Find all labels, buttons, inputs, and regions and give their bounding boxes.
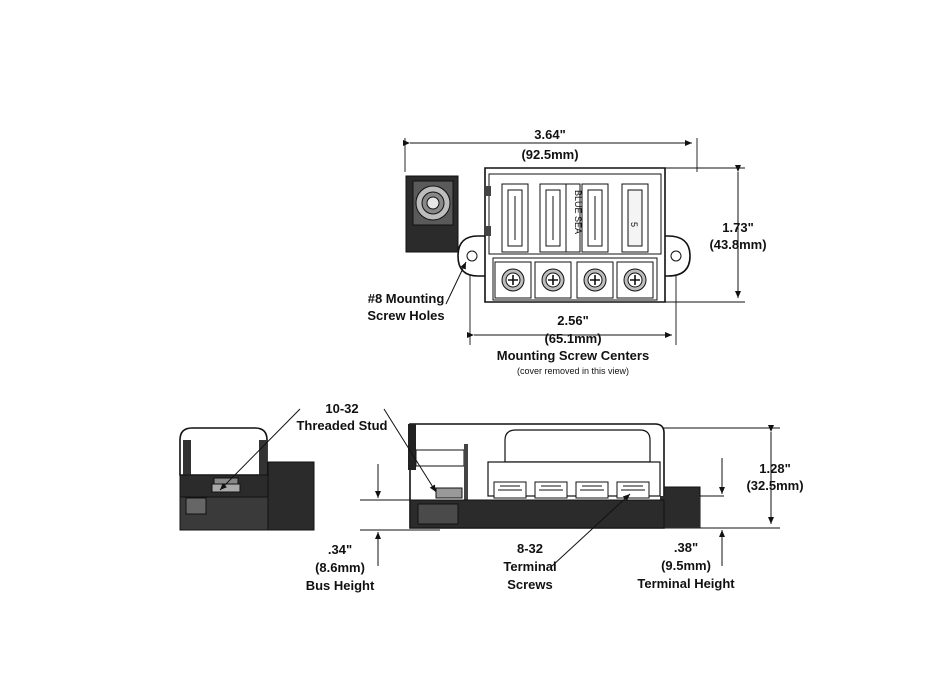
stud-label-2: Threaded Stud	[296, 418, 387, 433]
terminal-screws-label-1: 8-32	[517, 541, 543, 556]
terminal-screw-2	[534, 261, 572, 299]
depth-inches: 1.73"	[722, 220, 753, 235]
fuse-2	[539, 183, 567, 253]
height-inches: 1.28"	[759, 461, 790, 476]
mounting-holes-leader	[445, 261, 467, 305]
terminal-screw-3	[576, 261, 614, 299]
fuse-rating: 5	[629, 222, 639, 227]
bus-height-inches: .34"	[328, 542, 352, 557]
mounting-holes-label-1: #8 Mounting	[368, 291, 445, 306]
terminal-screw-1	[494, 261, 532, 299]
stud-housing	[405, 175, 459, 253]
mounting-ear-left	[457, 235, 491, 277]
cover-removed-note: (cover removed in this view)	[517, 366, 629, 376]
screw-centers-inches: 2.56"	[557, 313, 588, 328]
depth-mm: (43.8mm)	[709, 237, 766, 252]
mounting-hole-left	[466, 250, 478, 262]
terminal-screws-label-3: Screws	[507, 577, 553, 592]
mounting-hole-right	[670, 250, 682, 262]
width-mm: (92.5mm)	[521, 147, 578, 162]
fuse-1	[501, 183, 529, 253]
mounting-holes-label-2: Screw Holes	[367, 308, 444, 323]
terminal-screw-4	[616, 261, 654, 299]
stud-label-1: 10-32	[325, 401, 358, 416]
terminal-height-caption: Terminal Height	[637, 576, 735, 591]
stud-leader-right	[383, 408, 437, 493]
end-view	[179, 427, 315, 531]
bus-height-caption: Bus Height	[306, 578, 375, 593]
brand-plate: BLUE SEA	[565, 183, 583, 253]
width-inches: 3.64"	[534, 127, 565, 142]
screw-centers-caption: Mounting Screw Centers	[497, 348, 649, 363]
terminal-screws-leader	[551, 493, 631, 567]
terminal-height-mm: (9.5mm)	[661, 558, 711, 573]
top-view: BLUE SEA 5	[367, 127, 766, 376]
fuse-3	[581, 183, 609, 253]
bus-height-mm: (8.6mm)	[315, 560, 365, 575]
screw-centers-mm: (65.1mm)	[544, 331, 601, 346]
height-mm: (32.5mm)	[746, 478, 803, 493]
brand-marking: BLUE SEA	[573, 190, 583, 234]
front-view: 1.28" (32.5mm) .34" (8.6mm) Bus Height .…	[219, 401, 804, 593]
fuse-4: 5	[621, 183, 649, 253]
stud-leader-left	[219, 408, 301, 491]
terminal-screws-label-2: Terminal	[503, 559, 556, 574]
terminal-height-inches: .38"	[674, 540, 698, 555]
